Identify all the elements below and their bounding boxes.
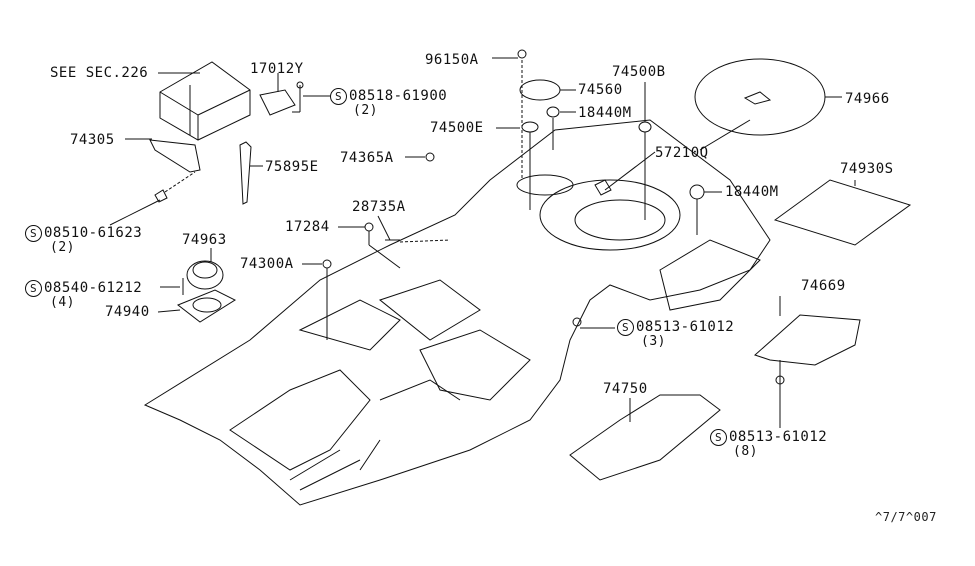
qty-08513-a: (3) (641, 334, 666, 349)
label-75895e: 75895E (265, 159, 319, 175)
mat-74930s-drawing (773, 179, 912, 246)
control-unit-drawing (109, 61, 251, 226)
s-symbol-icon: S (617, 319, 634, 336)
boot-74963-drawing (157, 248, 237, 323)
s-symbol-icon: S (330, 88, 347, 105)
label-74300a: 74300A (240, 256, 294, 272)
label-17284: 17284 (285, 219, 330, 235)
floor-pan-drawing (143, 119, 771, 506)
qty-08510: (2) (50, 240, 75, 255)
label-74560: 74560 (578, 82, 623, 98)
label-74940: 74940 (105, 304, 150, 320)
label-74305: 74305 (70, 132, 115, 148)
part-number: 08513-61012 (636, 319, 735, 335)
label-see-sec-226: SEE SEC.226 (50, 65, 149, 81)
leaders-drawing (302, 49, 861, 481)
label-74500e: 74500E (430, 120, 484, 136)
label-96150a: 96150A (425, 52, 479, 68)
qty-08513-b: (8) (733, 444, 758, 459)
part-number: 08513-61012 (729, 429, 828, 445)
label-74500b: 74500B (612, 64, 666, 80)
diagram-code: ^7/7^007 (875, 510, 937, 524)
bracket-17012y-drawing (259, 73, 330, 116)
label-17012y: 17012Y (250, 61, 304, 77)
s-symbol-icon: S (710, 429, 727, 446)
label-74963: 74963 (182, 232, 227, 248)
label-57210q: 57210Q (655, 145, 709, 161)
qty-08518: (2) (353, 103, 378, 118)
rod-75895e-drawing (239, 141, 263, 205)
qty-08540: (4) (50, 295, 75, 310)
label-18440m-top: 18440M (578, 105, 632, 121)
s-symbol-icon: S (25, 280, 42, 297)
label-74930s: 74930S (840, 161, 894, 177)
label-28735a: 28735A (352, 199, 406, 215)
part-number: 08540-61212 (44, 280, 143, 296)
part-number: 08510-61623 (44, 225, 143, 241)
label-74365a: 74365A (340, 150, 394, 166)
label-18440m-right: 18440M (725, 184, 779, 200)
part-number: 08518-61900 (349, 88, 448, 104)
s-symbol-icon: S (25, 225, 42, 242)
label-74669: 74669 (801, 278, 846, 294)
label-74750: 74750 (603, 381, 648, 397)
label-74966: 74966 (845, 91, 890, 107)
spare-cover-74966-drawing (694, 58, 842, 136)
